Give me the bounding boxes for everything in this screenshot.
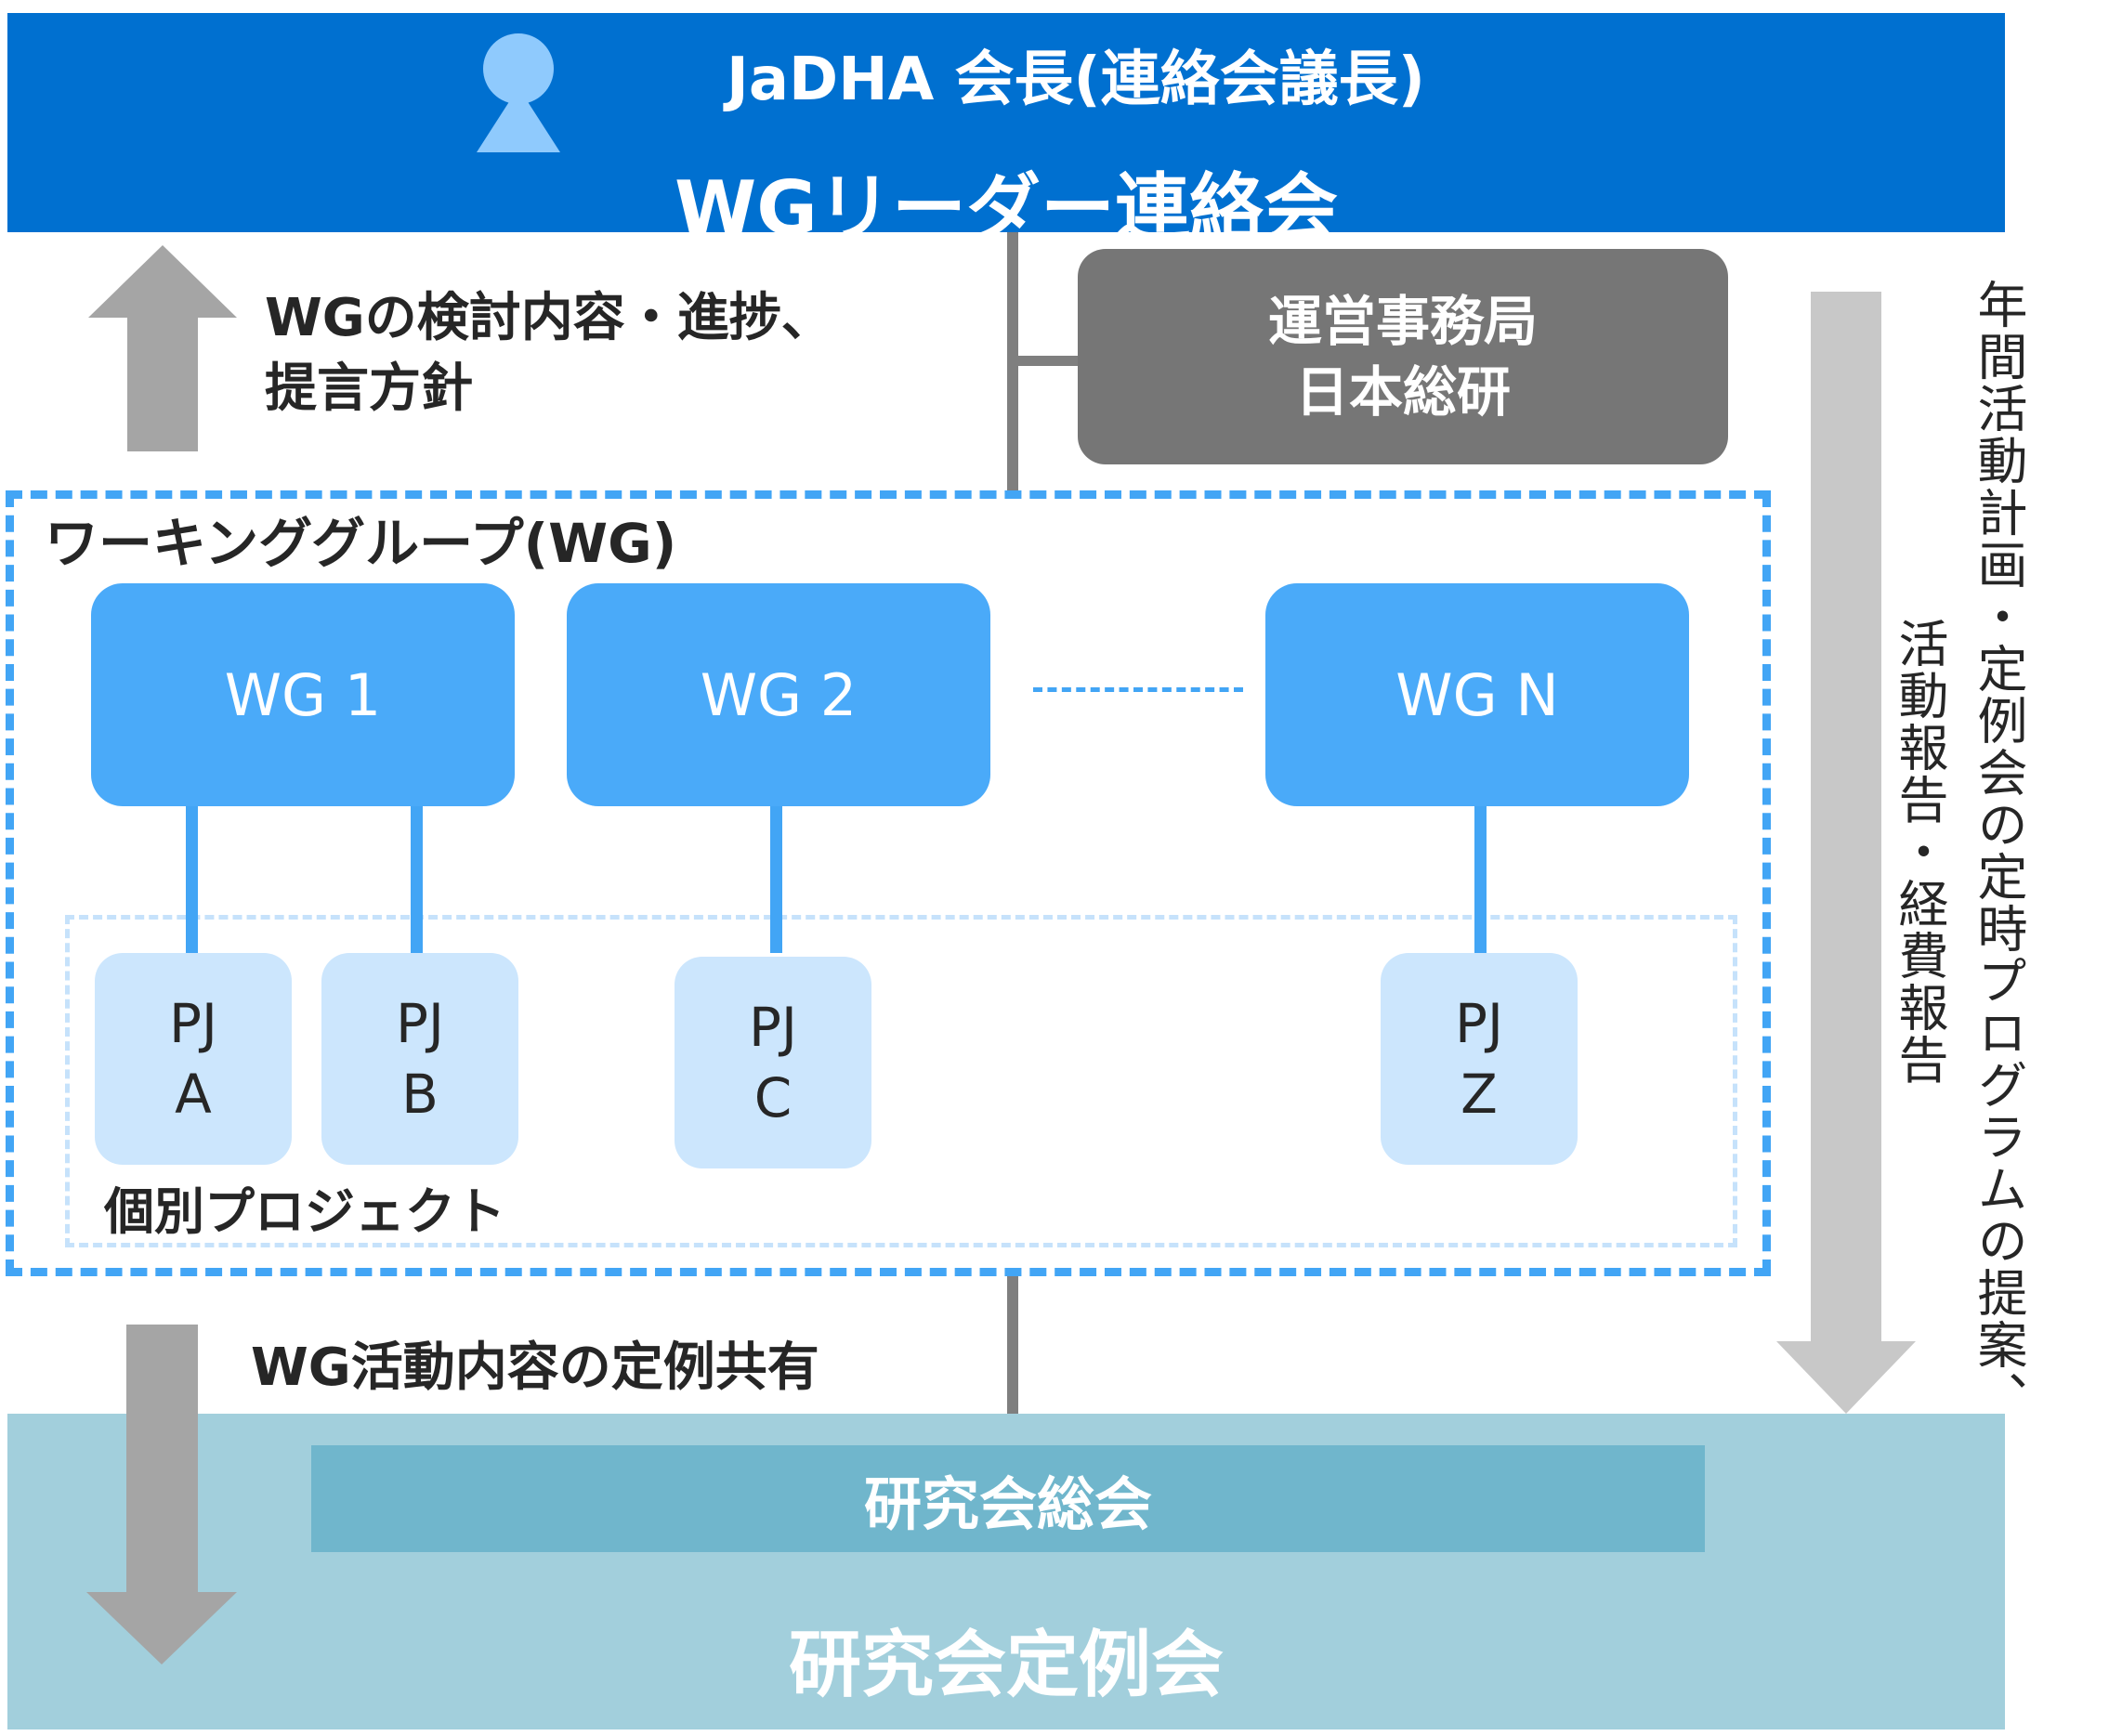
project-z-letter: Z xyxy=(1461,1063,1498,1126)
office-connector xyxy=(1013,356,1080,366)
secretariat-label: 運営事務局 xyxy=(1267,290,1538,353)
working-group-frame xyxy=(6,490,1771,1276)
down-arrow-icon xyxy=(86,1325,237,1664)
project-a-letter: A xyxy=(175,1063,212,1126)
project-frame xyxy=(65,915,1737,1247)
project-c-prefix: PJ xyxy=(748,996,798,1059)
project-box-z: PJ Z xyxy=(1381,953,1578,1165)
project-c-letter: C xyxy=(753,1066,793,1129)
project-box-c: PJ C xyxy=(675,957,871,1168)
central-connector-bottom xyxy=(1007,1276,1018,1414)
project-b-letter: B xyxy=(401,1063,439,1126)
project-b-prefix: PJ xyxy=(395,992,445,1055)
wg-box-n: WG N xyxy=(1265,583,1689,806)
up-arrow-icon xyxy=(88,245,237,451)
project-z-prefix: PJ xyxy=(1454,992,1504,1055)
wg-ellipsis-connector xyxy=(1033,687,1243,692)
wg2-pjc-line xyxy=(770,806,782,953)
upward-report-label: WGの検討内容・進捗、 提言方針 xyxy=(265,283,833,424)
activity-report-note: 活動報告・経費報告 xyxy=(1890,618,1948,1086)
project-a-prefix: PJ xyxy=(168,992,218,1055)
wg1-pjb-line xyxy=(411,806,423,953)
general-meeting-bar: 研究会総会 xyxy=(311,1445,1705,1552)
working-group-title: ワーキンググループ(WG) xyxy=(45,512,677,575)
wg1-pja-line xyxy=(186,806,198,953)
person-icon xyxy=(477,33,560,152)
project-box-b: PJ B xyxy=(321,953,518,1165)
secretariat-box: 運営事務局 日本総研 xyxy=(1078,249,1728,464)
upward-report-line2: 提言方針 xyxy=(265,359,473,419)
wg-leader-council-bar: JaDHA 会長(連絡会議長) WGリーダー連絡会 xyxy=(7,13,2005,252)
project-box-a: PJ A xyxy=(95,953,292,1165)
wg-box-2: WG 2 xyxy=(567,583,990,806)
individual-projects-label: 個別プロジェクト xyxy=(104,1182,505,1241)
wgn-pjz-line xyxy=(1474,806,1487,953)
council-title: WGリーダー連絡会 xyxy=(675,165,1338,252)
down-arrow-icon xyxy=(1776,292,1916,1414)
wg-box-1: WG 1 xyxy=(91,583,515,806)
downward-share-label: WG活動内容の定例共有 xyxy=(251,1338,819,1398)
chair-title: JaDHA 会長(連絡会議長) xyxy=(727,46,1425,114)
upward-report-line1: WGの検討内容・進捗、 xyxy=(265,288,833,348)
annual-plan-note: 年間活動計画・定例会の定時プログラムの提案、 xyxy=(1969,279,2027,1423)
regular-meeting-title: 研究会定例会 xyxy=(788,1624,1224,1707)
secretariat-org: 日本総研 xyxy=(1294,360,1511,424)
